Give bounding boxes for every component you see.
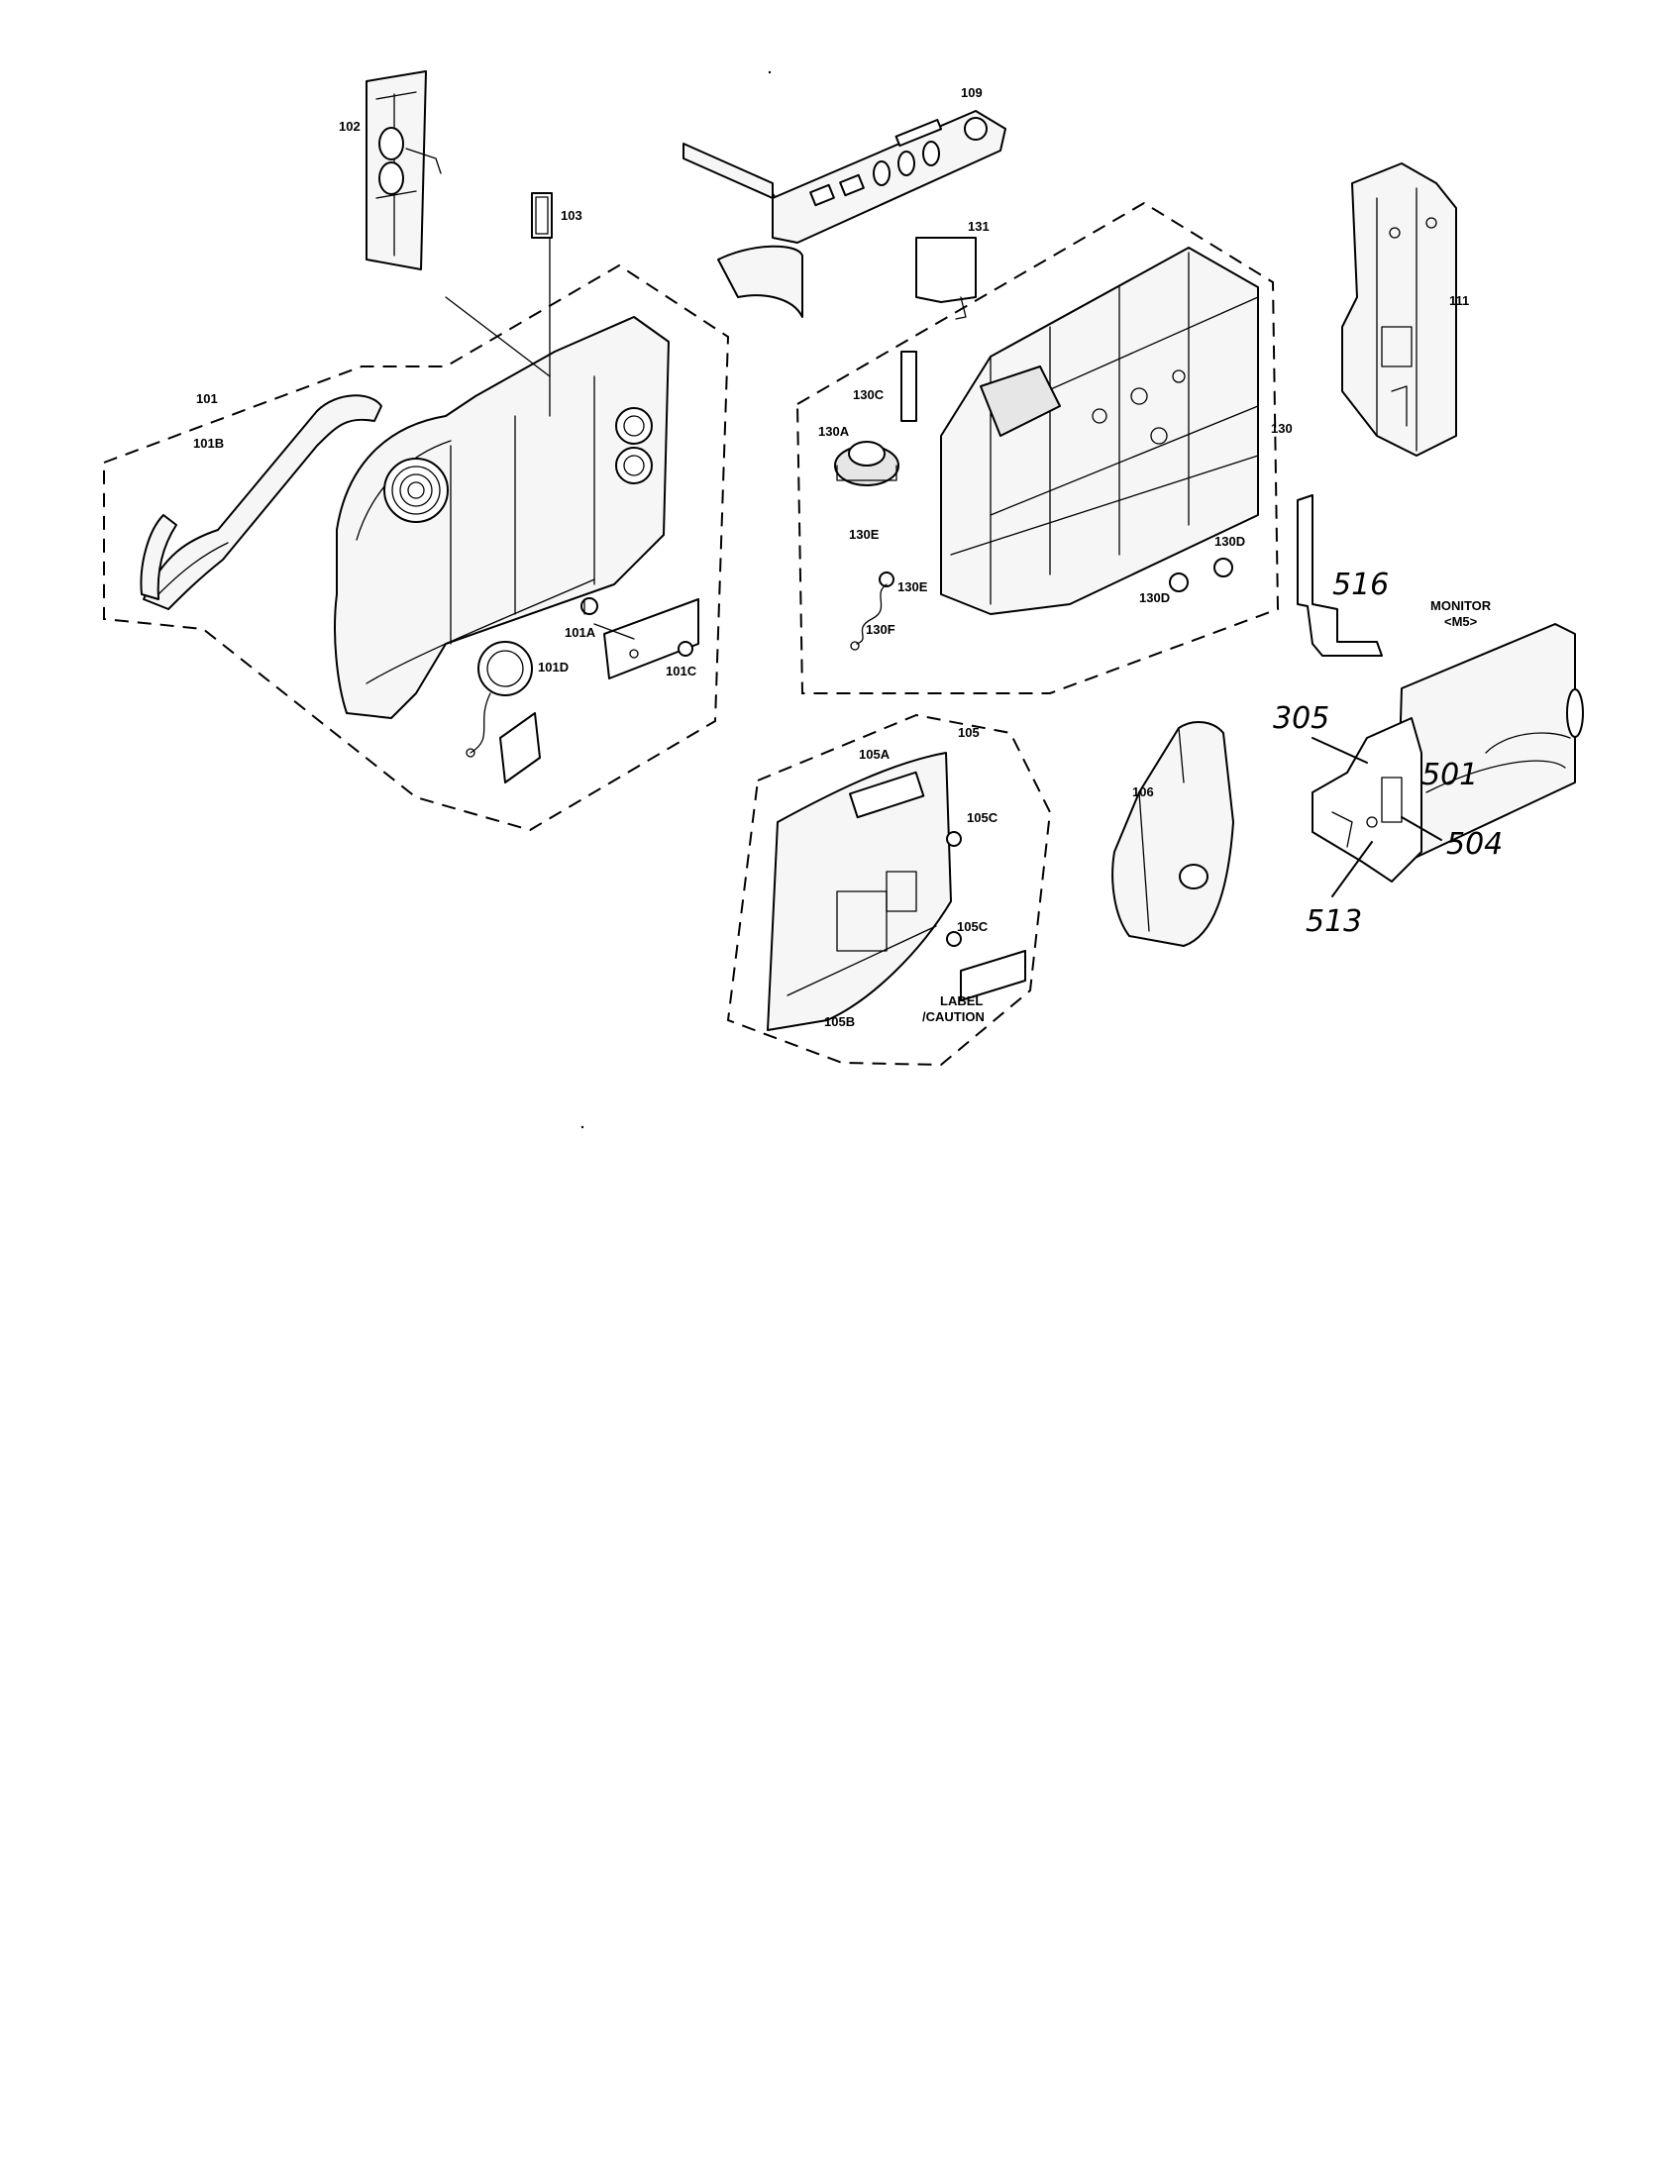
handwritten-504: 504 (1446, 827, 1503, 862)
label-130e-left: 130E (849, 527, 880, 542)
label-105c-bottom: 105C (957, 919, 989, 934)
group-130 (795, 201, 1280, 694)
label-105: 105 (958, 725, 980, 740)
monitor-assembly (1297, 494, 1584, 883)
label-130d-bottom: 130D (1139, 590, 1170, 605)
part-105c-top (946, 831, 962, 847)
caution-label (960, 950, 1026, 1001)
part-130c (900, 351, 917, 422)
part-106 (1111, 721, 1234, 947)
monitor-hinge (1312, 717, 1422, 883)
part-109-control-panel (682, 110, 1006, 318)
label-130: 130 (1271, 421, 1293, 436)
label-109: 109 (961, 85, 983, 100)
handwritten-516: 516 (1332, 568, 1389, 602)
label-101c: 101C (666, 664, 697, 678)
label-102: 102 (339, 119, 361, 134)
group-105-boundary (726, 713, 1052, 1067)
label-monitor-line1: MONITOR (1430, 598, 1492, 613)
part-101b-strap (143, 394, 382, 610)
label-monitor-line2: <M5> (1444, 614, 1478, 629)
part-130-chassis (940, 247, 1259, 615)
part-101-housing (334, 316, 670, 719)
part-131 (915, 237, 977, 303)
group-130-boundary (795, 201, 1280, 694)
label-130a: 130A (818, 424, 850, 439)
label-105a: 105A (859, 747, 891, 762)
monitor-panel (1396, 623, 1576, 863)
part-105a-label (849, 771, 925, 819)
label-130d-right: 130D (1214, 534, 1245, 549)
part-101c-bracket (603, 598, 699, 679)
label-105b: 105B (824, 1014, 855, 1029)
part-130f (850, 641, 860, 651)
label-130c: 130C (853, 387, 885, 402)
part-labels: 102 103 101 101B 101A 101D 101C 109 131 … (193, 85, 1492, 1029)
group-105 (726, 713, 1052, 1067)
handwritten-annotations: 516 305 501 504 513 (1273, 568, 1503, 939)
part-105c-bottom (946, 931, 962, 947)
label-111: 111 (1449, 293, 1469, 308)
handwritten-305: 305 (1273, 701, 1329, 736)
flex-516 (1297, 494, 1383, 657)
part-101a-screw (580, 597, 598, 615)
handwritten-513: 513 (1306, 904, 1362, 939)
label-105c-top: 105C (967, 810, 998, 825)
label-caution-line1: LABEL (940, 993, 983, 1008)
handwritten-501: 501 (1421, 758, 1478, 792)
part-130d-gear-bottom (1169, 572, 1189, 592)
label-103: 103 (561, 208, 582, 223)
label-130e-right: 130E (897, 579, 928, 594)
label-101b: 101B (193, 436, 224, 451)
stray-dot-top (768, 70, 772, 74)
label-106: 106 (1132, 784, 1154, 799)
part-103 (531, 192, 553, 239)
group-101 (103, 237, 730, 832)
label-101d: 101D (538, 660, 569, 675)
label-131: 131 (968, 219, 990, 234)
group-101-boundary (103, 263, 730, 832)
part-130d-gear-right (1213, 558, 1233, 577)
part-130e (879, 572, 894, 587)
part-101d-speaker (477, 641, 533, 696)
stray-dot-bottom (580, 1125, 584, 1129)
label-caution-line2: /CAUTION (922, 1009, 985, 1024)
part-111 (1341, 162, 1457, 457)
label-101a: 101A (565, 625, 596, 640)
label-130f: 130F (866, 622, 895, 637)
speaker-grille (383, 458, 449, 523)
label-101: 101 (196, 391, 218, 406)
part-102 (366, 70, 442, 270)
